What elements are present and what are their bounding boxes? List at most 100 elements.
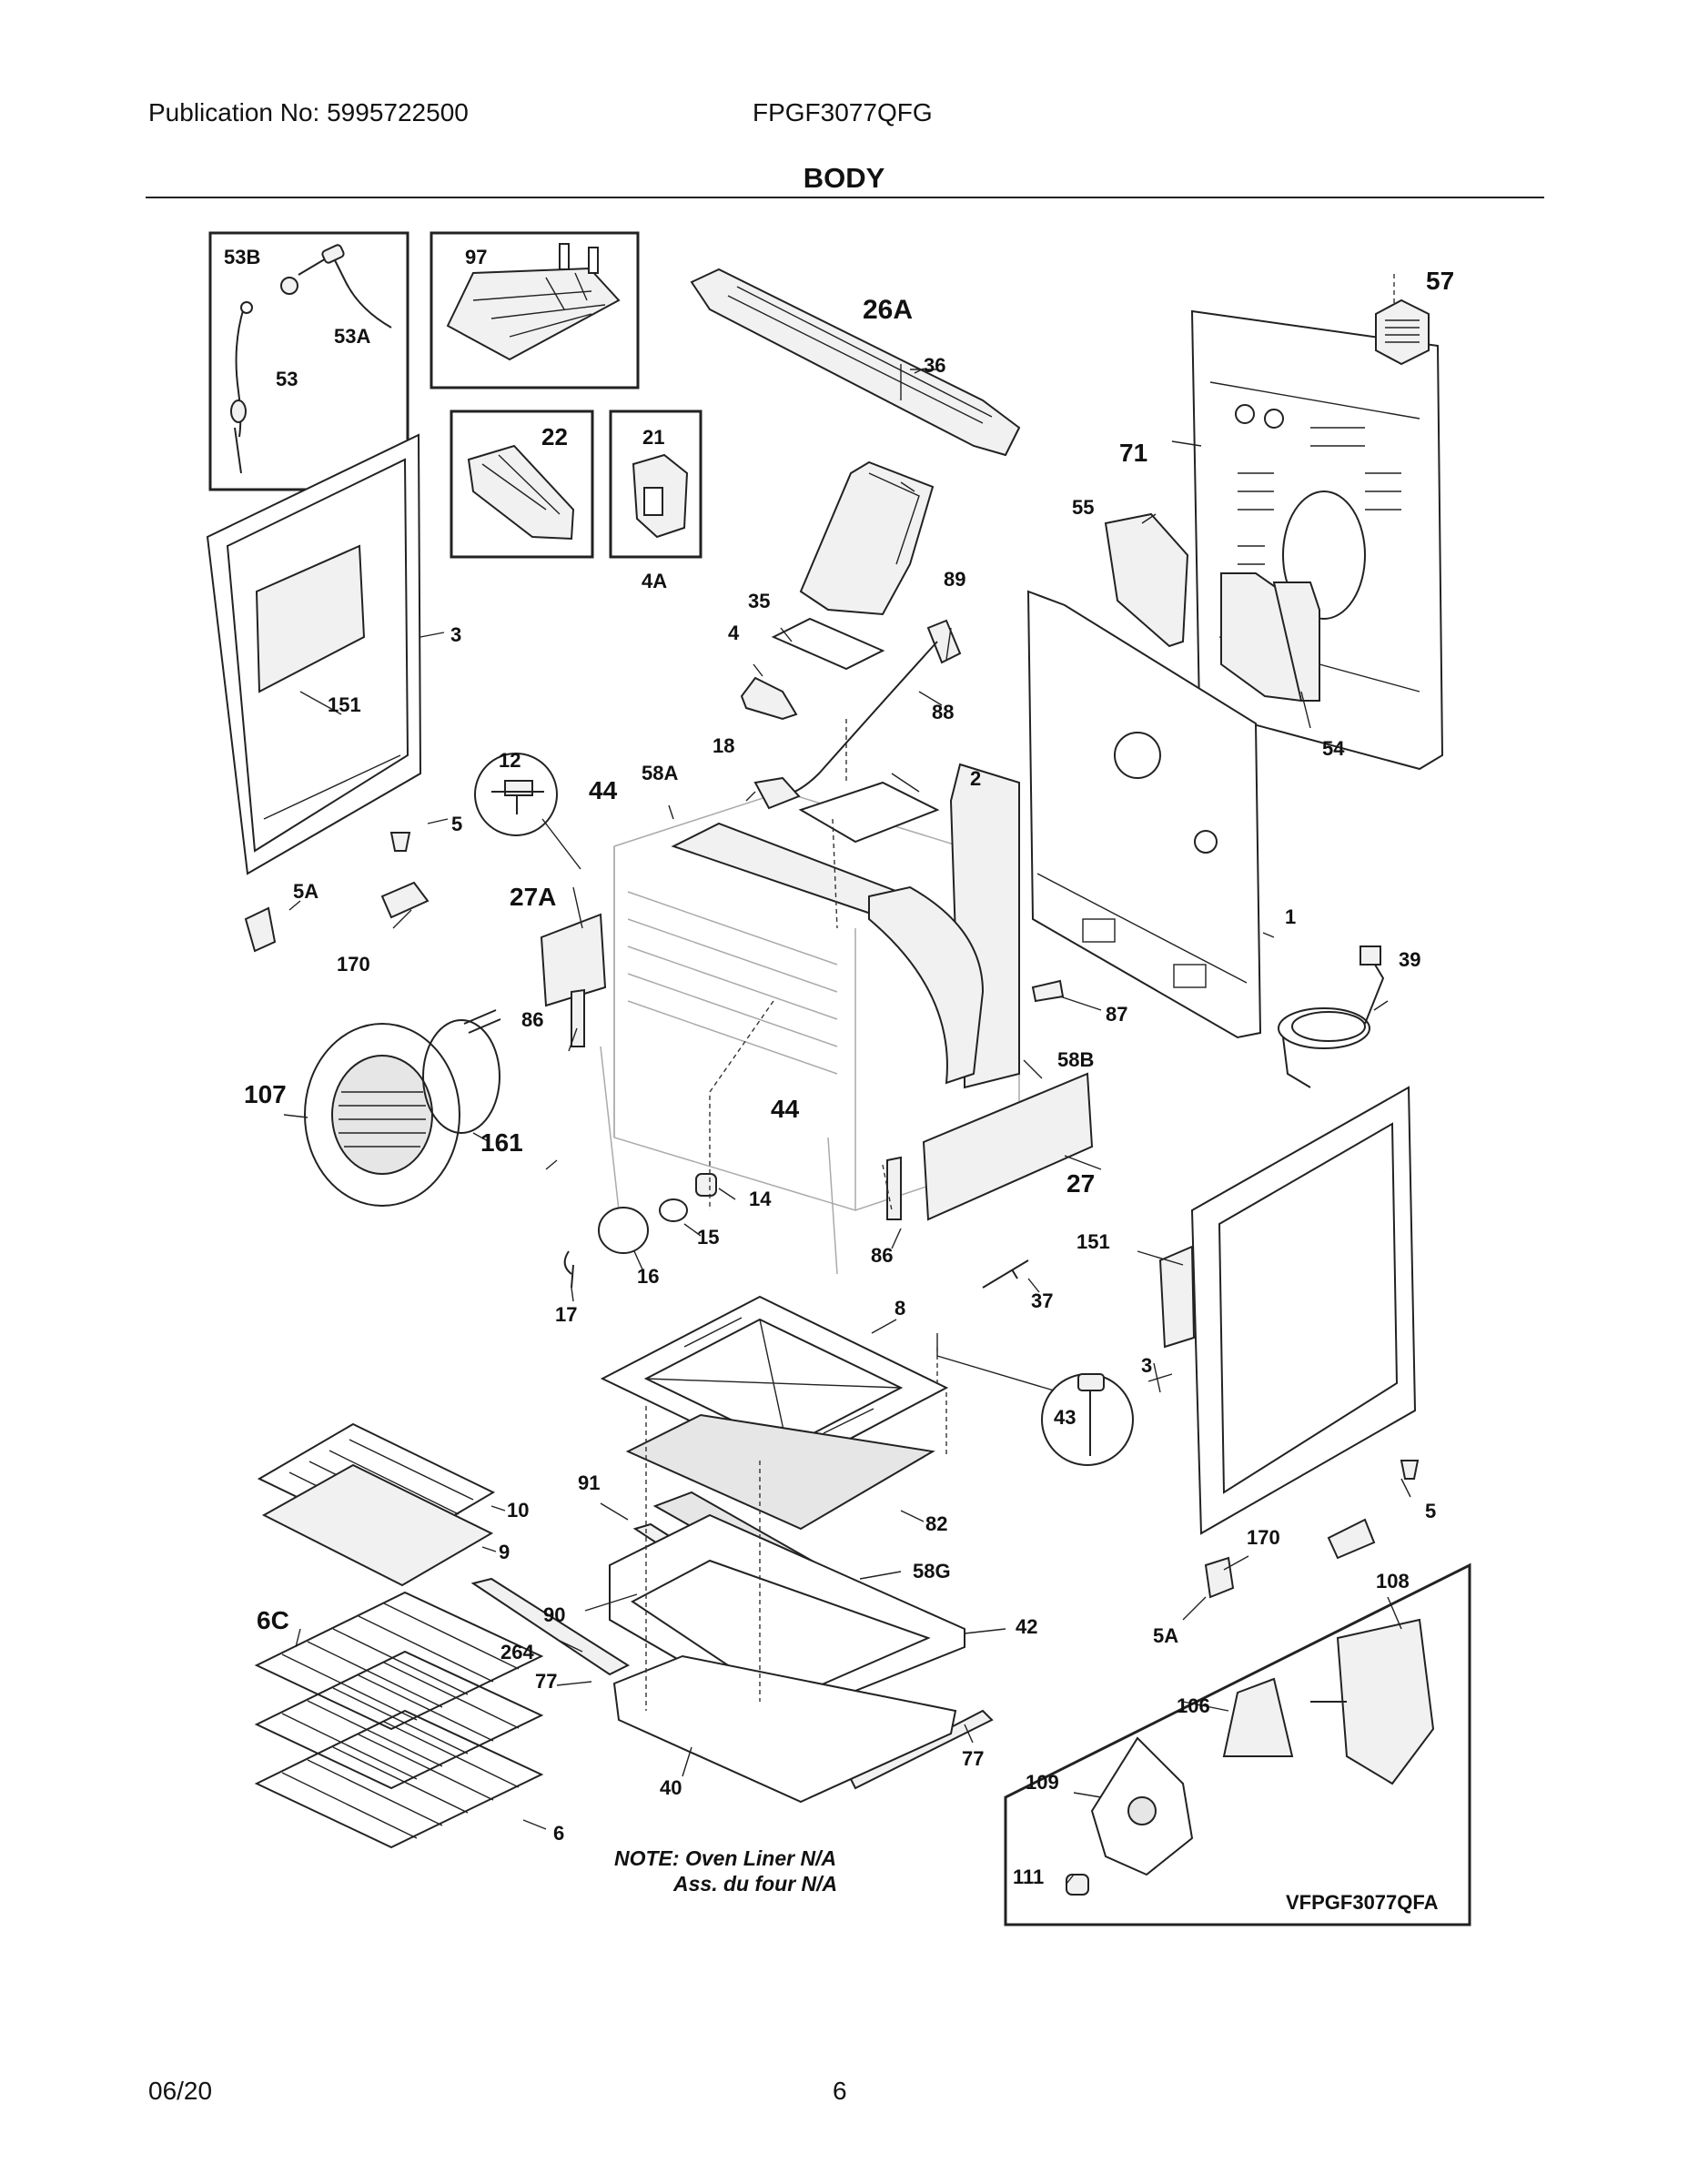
label-58B: 58B [1057,1048,1094,1071]
inset-control-board-box [430,231,640,389]
note-line-1: NOTE: Oven Liner N/A [614,1846,836,1870]
header-rule [146,197,1544,198]
part-54-bracket [1220,572,1320,703]
label-5A-left: 5A [293,880,318,903]
label-111: 111 [1013,1866,1044,1888]
label-55: 55 [1072,496,1094,519]
part-12-igniter-callout [474,753,581,870]
label-36: 36 [924,354,945,377]
label-57: 57 [1426,267,1454,295]
part-18-connector [753,776,801,810]
label-151-right: 151 [1076,1230,1110,1253]
label-161: 161 [480,1128,523,1157]
part-151-right-bracket [1158,1245,1196,1349]
label-1: 1 [1285,905,1296,928]
label-106: 106 [1177,1694,1210,1717]
label-108: 108 [1376,1570,1410,1592]
label-264: 264 [500,1641,534,1663]
label-12: 12 [499,749,521,772]
label-5A-right: 5A [1153,1624,1178,1647]
part-35-plate [771,617,885,671]
label-17: 17 [555,1303,577,1326]
part-5a-hinges [244,906,1235,1599]
part-43-screw-callout [936,1333,1134,1466]
label-89: 89 [944,568,965,591]
label-14: 14 [749,1188,772,1210]
label-109: 109 [1026,1771,1059,1794]
diagram-code: VFPGF3077QFA [1286,1891,1439,1914]
label-18: 18 [713,734,734,757]
label-91: 91 [578,1471,600,1494]
label-35: 35 [748,590,770,612]
label-26A: 26A [863,295,913,325]
label-54: 54 [1322,737,1345,760]
part-39-power-cord [1278,945,1385,1088]
part-9-broil-pan [261,1463,494,1587]
inset-probe-box [208,231,409,491]
note-line-2: Ass. du four N/A [672,1872,837,1896]
part-161-heating-element [422,1009,501,1134]
part-labels: 53B 53A 53 97 26A 57 22 21 71 36 55 4A 8… [224,246,1454,1888]
label-97: 97 [465,246,487,268]
part-264-77-40-drawer-rail [470,1577,994,1804]
label-87: 87 [1106,1003,1127,1026]
label-107: 107 [244,1080,287,1108]
label-82: 82 [925,1512,947,1535]
footer-date: 06/20 [148,2077,213,2105]
label-15: 15 [697,1226,719,1249]
label-71: 71 [1119,439,1147,467]
part-55-duct [1104,512,1189,648]
label-53: 53 [276,368,298,390]
part-3-left-door-panel [206,433,422,875]
part-27a-27-rails [540,913,1094,1221]
label-16: 16 [637,1265,659,1288]
label-27A: 27A [510,883,556,911]
part-1-side-panel [1026,590,1262,1039]
label-5-left: 5 [451,813,462,835]
label-58G: 58G [913,1560,951,1582]
label-88: 88 [932,701,954,723]
label-40: 40 [660,1776,682,1799]
label-43: 43 [1054,1406,1076,1429]
label-21: 21 [642,426,664,449]
label-3-right: 3 [1141,1354,1152,1377]
label-77-right: 77 [962,1747,984,1770]
label-58A: 58A [642,762,678,784]
page-number: 6 [833,2077,847,2105]
label-86-left: 86 [521,1008,543,1031]
part-5-screws [389,832,1420,1480]
part-86-87-brackets [571,979,1065,1220]
label-151-left: 151 [328,693,361,716]
part-58a-58b-insulation [671,763,1020,1089]
label-4A: 4A [642,570,667,592]
publication-number: Publication No: 5995722500 [148,98,469,126]
inset-part-21-box [609,410,702,559]
label-6C: 6C [257,1606,289,1634]
part-57-vent-cover [1375,298,1430,366]
part-4-bracket [740,676,798,721]
label-44-bottom: 44 [771,1095,800,1123]
label-3-left: 3 [450,623,461,646]
inset-convection-fan-box [1004,1562,1471,1926]
part-14-15-16-17-lamp [563,1173,717,1289]
label-86-right: 86 [871,1244,893,1267]
label-9: 9 [499,1541,510,1563]
inset-bracket-22-box [450,410,594,559]
label-22: 22 [541,423,568,450]
label-8: 8 [895,1297,905,1320]
label-27: 27 [1066,1169,1095,1198]
label-170-right: 170 [1247,1526,1280,1549]
part-6c-6-oven-racks [254,1591,544,1849]
label-77-left: 77 [535,1670,557,1693]
label-37: 37 [1031,1289,1053,1312]
label-6: 6 [553,1822,564,1845]
part-26a-bracket [690,268,1021,457]
part-37-wire [982,1259,1029,1289]
model-number: FPGF3077QFG [753,98,933,126]
label-2: 2 [970,767,981,790]
part-170-brackets [380,881,1376,1560]
label-4: 4 [728,622,740,644]
label-42: 42 [1016,1615,1037,1638]
part-3-right-door-panel [1190,1086,1417,1535]
label-53B: 53B [224,246,260,268]
